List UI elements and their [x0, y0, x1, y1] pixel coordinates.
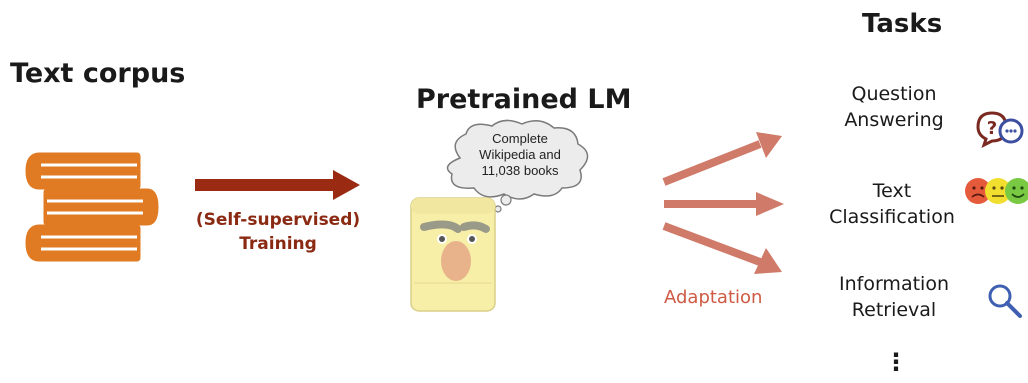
training-label-line2: Training	[239, 234, 317, 254]
task-label-line2: Answering	[844, 109, 944, 131]
books-icon	[25, 152, 159, 262]
task-question-answering: Question Answering	[820, 81, 968, 133]
adaptation-label: Adaptation	[664, 287, 763, 308]
model-heading: Pretrained LM	[416, 84, 632, 115]
task-label-line1: Text	[872, 180, 912, 202]
task-label-line2: Retrieval	[851, 299, 937, 321]
thought-bubble	[446, 119, 589, 213]
question-chat-icon: ?	[976, 111, 1024, 148]
task-label-line2: Classification	[829, 206, 955, 228]
lm-character	[410, 197, 496, 312]
tasks-heading: Tasks	[862, 9, 943, 39]
more-tasks-dots: ⋮	[884, 348, 908, 376]
emoji-faces-icon	[965, 178, 1028, 204]
bubble-line1: Complete	[492, 131, 548, 146]
task-label-line1: Question	[851, 83, 937, 105]
task-label-line1: Information	[839, 273, 949, 295]
svg-text:?: ?	[987, 118, 997, 139]
training-label: (Self-supervised) Training	[183, 208, 373, 256]
task-text-classification: Text Classification	[812, 178, 972, 230]
bubble-text: Complete Wikipedia and 11,038 books	[450, 131, 590, 179]
corpus-heading: Text corpus	[10, 58, 186, 89]
bubble-line2: Wikipedia and	[479, 147, 561, 162]
training-arrow	[195, 170, 360, 200]
task-information-retrieval: Information Retrieval	[820, 271, 968, 323]
magnifier-icon	[988, 284, 1022, 318]
adaptation-arrows	[662, 132, 784, 274]
training-label-line1: (Self-supervised)	[195, 210, 361, 230]
bubble-line3: 11,038 books	[481, 163, 559, 178]
